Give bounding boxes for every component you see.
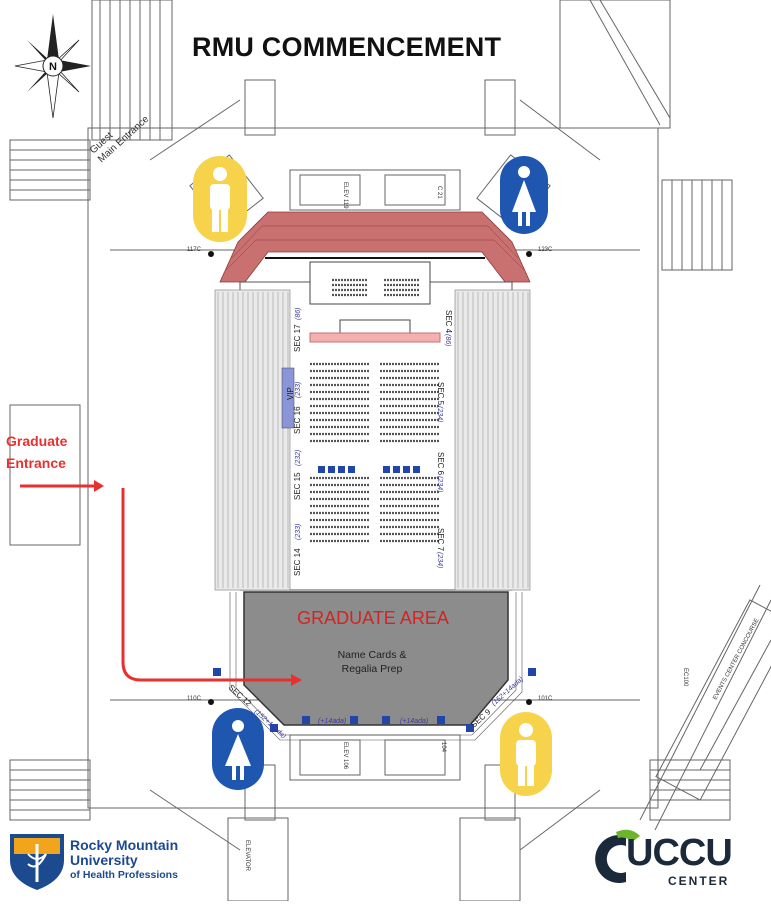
sec7-count: (234)	[436, 552, 443, 568]
building-outline	[9, 0, 771, 902]
graduate-area-note-line2: Regalia Prep	[341, 663, 403, 675]
sec7-label: SEC 7	[436, 528, 445, 552]
page-title: RMU COMMENCEMENT	[192, 32, 502, 62]
room-elev-119: ELEV 119	[342, 182, 348, 209]
sec14-count: (233)	[295, 524, 302, 540]
room-110c: 110C	[187, 696, 202, 702]
stage	[265, 257, 485, 343]
compass-north-label: N	[49, 61, 57, 73]
sec15-label: SEC 15	[293, 472, 302, 500]
ada-right-count: (+14ada)	[400, 718, 428, 725]
sec17-count: (86)	[295, 308, 302, 320]
room-ec100: EC100	[682, 668, 688, 687]
uccu-logo-icon	[595, 829, 640, 883]
rmu-logo-text: Rocky Mountain University of Health Prof…	[70, 838, 178, 883]
floor-chairs	[310, 278, 440, 543]
mens-restroom-icon	[500, 712, 552, 796]
vip-label: VIP	[286, 387, 295, 400]
sec16-count: (233)	[295, 382, 302, 398]
vip-block	[281, 367, 295, 429]
sec15-count: (232)	[295, 450, 302, 466]
compass-icon: N	[14, 14, 91, 119]
graduate-area-note-line1: Name Cards &	[337, 649, 407, 661]
mens-restroom-icon	[193, 156, 247, 242]
room-c21: C 21	[436, 186, 442, 199]
sec4-count: (86)	[444, 334, 451, 346]
side-seating	[214, 289, 531, 591]
room-elev-106: ELEV 106	[342, 742, 348, 770]
room-104: 104	[440, 742, 446, 753]
sec16-label: SEC 16	[293, 406, 302, 434]
ada-markers	[213, 466, 536, 732]
sec4-label: SEC 4	[444, 310, 453, 334]
graduate-entrance-line2: Entrance	[6, 455, 66, 471]
uccu-wordmark: UCCU	[626, 832, 733, 874]
sec6-label: SEC 6	[436, 452, 445, 476]
ada-left-count: (+14ada)	[318, 718, 346, 725]
room-123c: 123C	[538, 247, 553, 253]
graduate-area-note: Name Cards & Regalia Prep	[310, 648, 434, 676]
sec14-label: SEC 14	[293, 548, 302, 576]
graduate-entrance-line1: Graduate	[6, 433, 68, 449]
room-101c: 101C	[538, 696, 553, 702]
sec5-count: (234)	[436, 406, 443, 422]
room-elevator: ELEVATOR	[244, 840, 250, 872]
rmu-shield-icon	[10, 834, 64, 890]
sec17-label: SEC 17	[293, 324, 302, 352]
uccu-center-text: CENTER	[668, 874, 730, 888]
sec6-count: (234)	[436, 476, 443, 492]
womens-restroom-icon	[212, 708, 264, 790]
sec5-label: SEC 5	[436, 382, 445, 406]
rmu-line3: of Health Professions	[70, 869, 178, 881]
rmu-line1: Rocky Mountain	[70, 837, 179, 853]
rmu-line2: University	[70, 852, 138, 868]
graduate-area-label: GRADUATE AREA	[297, 608, 449, 628]
graduate-entrance-label: Graduate Entrance	[6, 430, 86, 474]
womens-restroom-icon	[500, 156, 548, 234]
room-117c: 117C	[187, 247, 202, 253]
graduate-route-arrows	[20, 484, 292, 682]
